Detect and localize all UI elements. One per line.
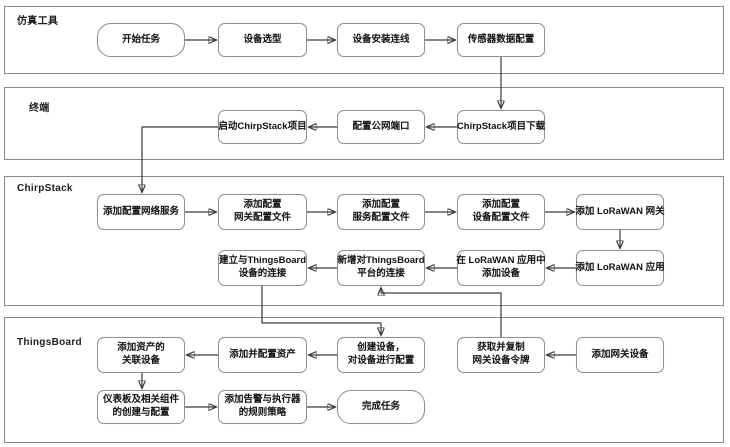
node-launch-chirpstack: 启动ChirpStack项目 <box>218 110 307 144</box>
node-add-service-profile: 添加配置 服务配置文件 <box>337 194 425 230</box>
node-config-public-port: 配置公网端口 <box>337 110 425 144</box>
node-add-asset-devices: 添加资产的 关联设备 <box>97 337 185 373</box>
arrow-device-connect-to-create-device <box>261 286 381 335</box>
node-connect-tb-device: 建立与ThingsBoard 设备的连接 <box>218 250 307 286</box>
node-get-copy-token: 获取并复制 网关设备令牌 <box>457 337 545 373</box>
node-connect-tb-platform: 新增对ThingsBoard 平台的连接 <box>337 250 425 286</box>
node-add-lorawan-gateway: 添加 LoRaWAN 网关 <box>575 194 665 230</box>
lane-label-terminal: 终端 <box>29 103 50 114</box>
node-sensor-data-config: 传感器数据配置 <box>457 23 545 57</box>
node-add-device-in-app: 在 LoRaWAN 应用中 添加设备 <box>456 250 546 286</box>
node-add-lorawan-app: 添加 LoRaWAN 应用 <box>575 250 665 286</box>
lane-label-simulation-tool: 仿真工具 <box>17 16 59 27</box>
node-device-selection: 设备选型 <box>218 23 307 57</box>
node-add-device-profile: 添加配置 设备配置文件 <box>457 194 545 230</box>
node-device-install-wiring: 设备安装连线 <box>337 23 425 57</box>
node-alarm-rules: 添加告警与执行器 的规则策略 <box>218 390 307 424</box>
arrow-token-to-platform-connect <box>381 288 502 337</box>
node-add-gateway-profile: 添加配置 网关配置文件 <box>218 194 307 230</box>
node-start-task: 开始任务 <box>97 23 185 57</box>
node-finish-task: 完成任务 <box>337 390 425 424</box>
lane-label-chirpstack: ChirpStack <box>17 183 73 194</box>
lane-label-thingsboard: ThingsBoard <box>17 337 82 348</box>
node-add-network-service: 添加配置网络服务 <box>97 194 185 230</box>
arrow-launch-to-network-service <box>142 126 218 192</box>
node-add-config-asset: 添加并配置资产 <box>218 337 307 373</box>
node-create-config-device: 创建设备， 对设备进行配置 <box>337 337 425 373</box>
node-dashboard-setup: 仪表板及相关组件 的创建与配置 <box>97 390 185 424</box>
node-add-gateway-device: 添加网关设备 <box>576 337 664 373</box>
node-chirpstack-download: ChirpStack项目下载 <box>457 110 545 144</box>
